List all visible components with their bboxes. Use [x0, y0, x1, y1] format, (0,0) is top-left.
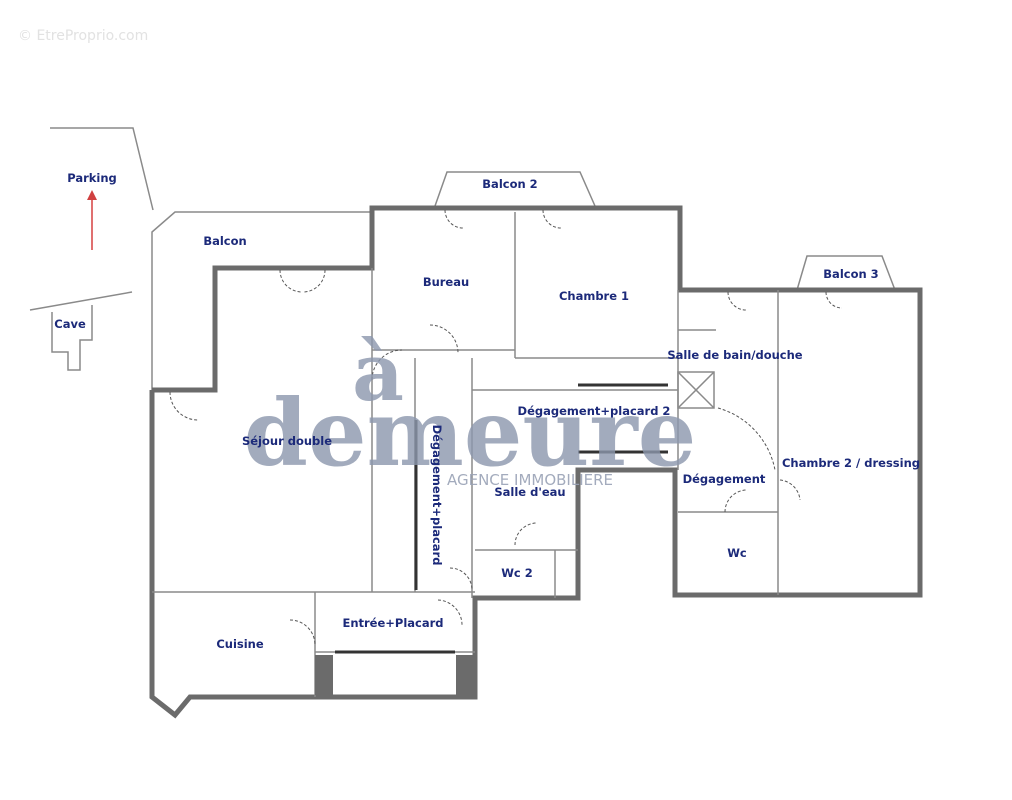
label-salle-eau: Salle d'eau [494, 485, 565, 499]
label-wc-2: Wc 2 [501, 566, 533, 580]
agency-watermark-logo: à demeure AGENCE IMMOBILIERE [244, 325, 697, 489]
svg-text:demeure: demeure [244, 379, 697, 487]
label-chambre-2: Chambre 2 / dressing [782, 456, 920, 470]
label-wc: Wc [727, 546, 747, 560]
label-balcon-3: Balcon 3 [823, 267, 878, 281]
room-labels: Parking Cave Balcon Balcon 2 Balcon 3 Bu… [54, 171, 920, 651]
label-degagement-placard-2: Dégagement+placard 2 [518, 404, 671, 418]
label-balcon-2: Balcon 2 [482, 177, 537, 191]
label-chambre-1: Chambre 1 [559, 289, 629, 303]
label-degagement: Dégagement [683, 472, 766, 486]
label-degagement-placard: Dégagement+placard [430, 425, 444, 566]
label-cuisine: Cuisine [216, 637, 264, 651]
door-swings [169, 209, 843, 646]
parking-arrow-icon [87, 190, 97, 250]
label-parking: Parking [67, 171, 117, 185]
label-balcon: Balcon [203, 234, 246, 248]
label-bureau: Bureau [423, 275, 469, 289]
label-salle-de-bain: Salle de bain/douche [667, 348, 802, 362]
site-watermark: © EtreProprio.com [18, 28, 148, 44]
label-cave: Cave [54, 317, 86, 331]
svg-text:à: à [352, 325, 404, 419]
walls [149, 205, 923, 719]
exterior-lines [29, 127, 896, 390]
svg-text:AGENCE IMMOBILIERE: AGENCE IMMOBILIERE [447, 471, 613, 489]
label-sejour: Séjour double [242, 434, 332, 448]
label-entree: Entrée+Placard [342, 616, 443, 630]
